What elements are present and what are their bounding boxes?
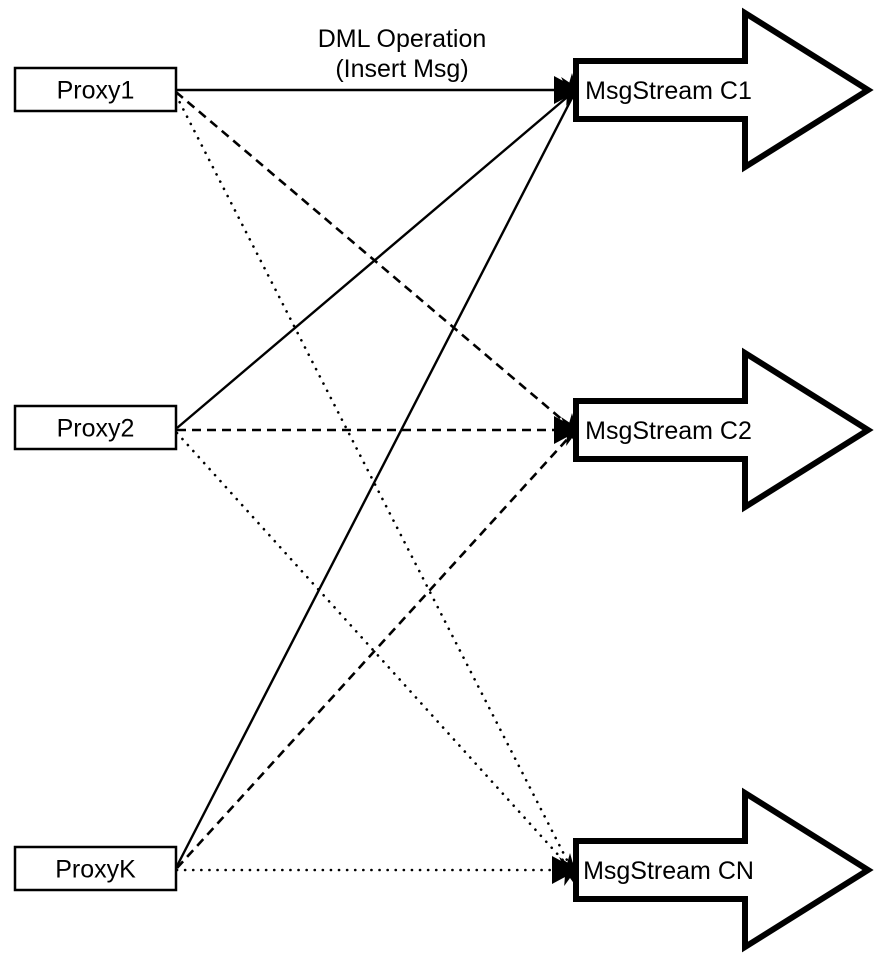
proxy-node-proxyk[interactable]: ProxyK [13,845,178,892]
edge-label-dml-operation: DML Operation (Insert Msg) [318,25,487,83]
arrowhead-triangle [552,856,578,884]
edge-label-line1: DML Operation [318,25,487,53]
msgstream-label: MsgStream C2 [585,417,752,445]
arrowhead-triangle [554,76,580,104]
proxy-label: Proxy2 [57,415,135,443]
msgstream-nodes-layer: MsgStream C1 MsgStream C2 MsgStream CN [573,7,874,953]
arrowheads-layer [552,73,589,886]
msgstream-label: MsgStream CN [583,857,754,885]
proxy-box [13,66,178,113]
proxy-label: ProxyK [55,856,136,884]
msgstream-label: MsgStream C1 [585,77,752,105]
proxy-node-proxy1[interactable]: Proxy1 [13,66,178,113]
connection-p2-c1 [176,92,573,429]
connections-layer [174,88,575,872]
msgstream-arrow-shape [573,787,874,953]
proxy-node-proxy2[interactable]: Proxy2 [13,404,178,451]
arrowhead-triangle [554,416,580,444]
msgstream-node-stream_c1[interactable]: MsgStream C1 [573,7,874,173]
connection-pk-c2 [176,433,573,869]
proxy-box [13,845,178,892]
msgstream-arrow-shape [573,347,874,513]
connection-pk-c1 [175,95,575,867]
msgstream-node-stream_cn[interactable]: MsgStream CN [573,787,874,953]
proxy-label: Proxy1 [57,77,135,105]
connection-p1-cn [174,93,572,868]
connection-p2-cn [175,431,572,870]
msgstream-node-stream_c2[interactable]: MsgStream C2 [573,347,874,513]
proxy-box [13,404,178,451]
edge-label-line2: (Insert Msg) [335,55,468,83]
msgstream-arrow-shape [573,7,874,173]
